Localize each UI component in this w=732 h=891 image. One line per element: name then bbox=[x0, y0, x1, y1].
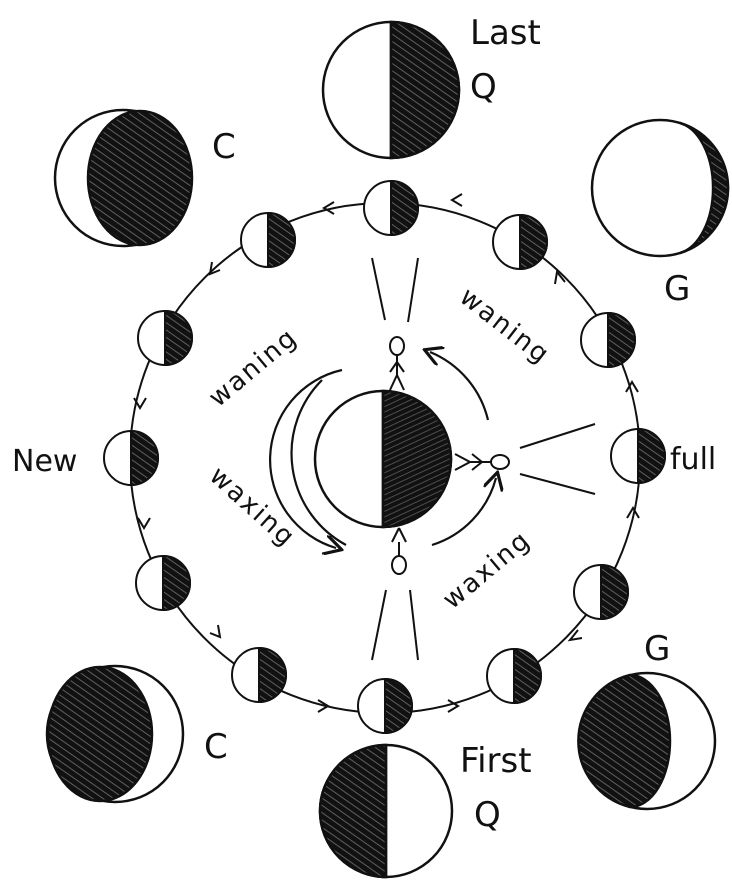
label-g-bottom: G bbox=[644, 629, 670, 669]
large-moon-crescent-top bbox=[55, 110, 192, 246]
stick-figure-bottom bbox=[372, 528, 418, 660]
small-moon-right-lower bbox=[574, 565, 628, 619]
large-moon-crescent-bottom bbox=[47, 666, 183, 802]
label-last-line1: Last bbox=[470, 13, 541, 53]
large-moon-last-quarter bbox=[323, 22, 459, 158]
small-moon-bottom bbox=[358, 679, 412, 733]
label-c-bottom: C bbox=[204, 727, 228, 767]
small-moon-right-upper bbox=[581, 313, 635, 367]
label-last-line2: Q bbox=[470, 67, 497, 107]
label-new: New bbox=[12, 444, 77, 479]
label-first-line1: First bbox=[460, 741, 532, 781]
small-moon-bottom-right bbox=[487, 649, 541, 703]
label-full: full bbox=[670, 442, 716, 477]
label-g-top: G bbox=[664, 269, 690, 309]
large-moon-gibbous-top bbox=[592, 120, 728, 256]
earth bbox=[315, 391, 451, 527]
small-moon-full bbox=[611, 429, 665, 483]
label-waning-right: waning bbox=[454, 282, 556, 371]
small-moon-left-lower bbox=[136, 556, 190, 610]
stick-figure-right bbox=[455, 424, 595, 494]
stick-figure-top bbox=[372, 258, 418, 390]
label-waxing-right: waxing bbox=[437, 525, 537, 615]
small-moon-left-upper bbox=[138, 311, 192, 365]
small-moon-bottom-left bbox=[232, 648, 286, 702]
large-moon-first-quarter bbox=[320, 745, 452, 877]
label-c-top: C bbox=[212, 127, 236, 167]
label-waxing-left: waxing bbox=[203, 461, 301, 553]
small-moon-top-left bbox=[241, 213, 295, 267]
small-moon-top-right bbox=[493, 215, 547, 269]
label-first-line2: Q bbox=[474, 795, 501, 835]
label-waning-left: waning bbox=[203, 322, 303, 413]
small-moon-top bbox=[364, 181, 418, 235]
large-moon-gibbous-bottom bbox=[578, 673, 715, 809]
small-moon-new bbox=[104, 431, 158, 485]
